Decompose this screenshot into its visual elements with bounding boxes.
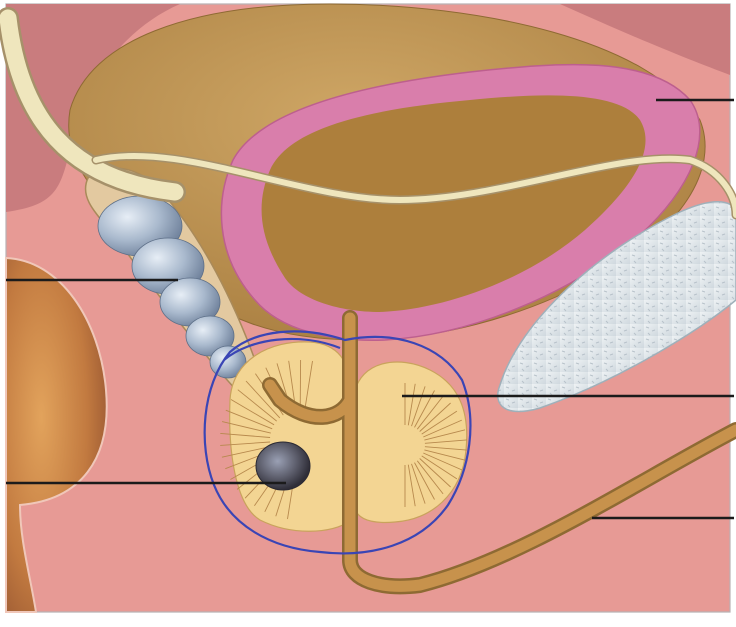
prostate-lobe-left: [230, 342, 352, 531]
